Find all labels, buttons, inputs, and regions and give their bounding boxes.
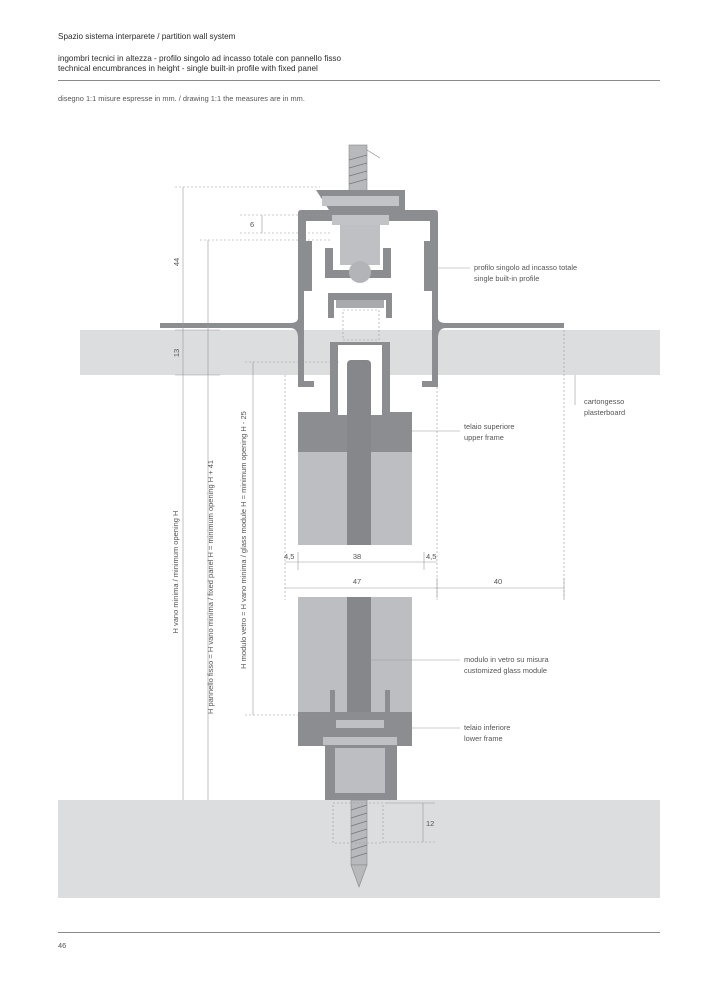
dim-38: 38: [353, 552, 361, 561]
label-profile-it: profilo singolo ad incasso totale: [474, 263, 578, 272]
dim-12: 12: [426, 819, 434, 828]
label-lower-frame-it: telaio inferiore: [464, 723, 511, 732]
title-italian: ingombri tecnici in altezza - profilo si…: [58, 54, 342, 63]
label-upper-frame-en: upper frame: [464, 433, 504, 442]
label-plasterboard-it: cartongesso: [584, 397, 625, 406]
dim-40: 40: [494, 577, 502, 586]
dim-6: 6: [250, 220, 254, 229]
title-english: technical encumbrances in height - singl…: [58, 64, 318, 73]
floor-anchor-screw: [350, 799, 368, 888]
dimension-lines: [175, 186, 576, 843]
page-number: 46: [58, 941, 67, 950]
label-profile-en: single built-in profile: [474, 274, 540, 283]
label-plasterboard: cartongesso plasterboard: [584, 396, 625, 418]
dim-4-5-left: 4,5: [284, 552, 294, 561]
dim-4-5-right: 4,5: [426, 552, 436, 561]
footer-divider: [58, 932, 660, 933]
label-glass-module: modulo in vetro su misura customized gla…: [464, 654, 549, 676]
label-lower-frame: telaio inferiore lower frame: [464, 722, 510, 744]
drawing-scale-note: disegno 1:1 misure espresse in mm. / dra…: [58, 94, 305, 103]
header-divider: [58, 80, 660, 81]
dim-44: 44: [172, 258, 181, 266]
label-glass-en: customized glass module: [464, 666, 547, 675]
label-upper-frame-it: telaio superiore: [464, 422, 515, 431]
built-in-profile: [160, 190, 564, 387]
label-lower-frame-en: lower frame: [464, 734, 503, 743]
label-plasterboard-en: plasterboard: [584, 408, 626, 417]
section-title: Spazio sistema interparete / partition w…: [58, 32, 236, 41]
label-upper-frame: telaio superiore upper frame: [464, 421, 515, 443]
dim-h-min: H vano minima / minimum opening H: [171, 511, 180, 634]
dim-47: 47: [353, 577, 361, 586]
dim-h-panel: H pannello fisso = H vano minima / fixed…: [206, 460, 215, 714]
dim-13: 13: [172, 349, 181, 357]
dim-h-glass: H modulo vetro = H vano minima / glass m…: [239, 411, 248, 669]
label-glass-it: modulo in vetro su misura: [464, 655, 549, 664]
top-anchor-screw: [348, 144, 381, 194]
label-profile: profilo singolo ad incasso totale single…: [474, 262, 577, 284]
